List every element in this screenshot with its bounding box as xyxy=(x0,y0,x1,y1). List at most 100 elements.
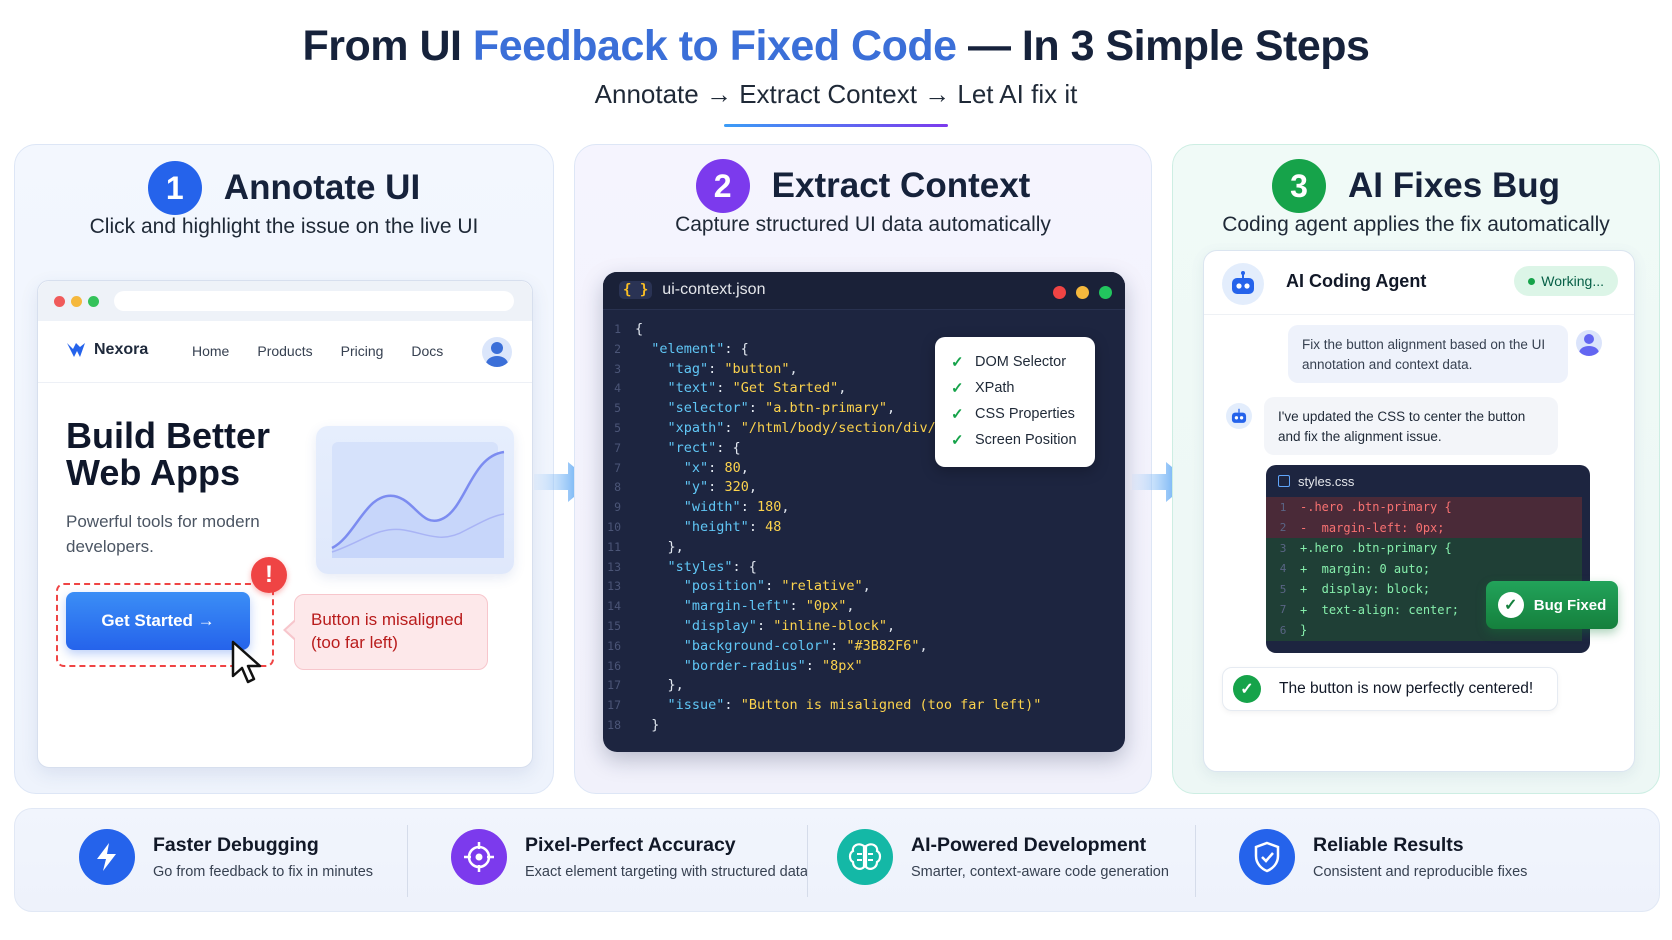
nav-home[interactable]: Home xyxy=(192,343,230,359)
user-avatar[interactable] xyxy=(482,337,512,367)
minimize-dot-icon xyxy=(71,296,82,307)
json-file-icon: { } xyxy=(619,281,653,299)
step-2-subtitle: Capture structured UI data automatically xyxy=(675,213,1051,236)
annotation-highlight-box xyxy=(56,583,274,667)
code-line: 10 "height": 48 xyxy=(603,518,1125,538)
code-line: 14 "margin-left": "0px", xyxy=(603,597,1125,617)
browser-mockup: Nexora Home Products Pricing Docs Build … xyxy=(37,280,533,768)
line-number: 2 xyxy=(1279,521,1287,535)
page-subtitle: Annotate → Extract Context → Let AI fix … xyxy=(594,79,1078,109)
site-navbar: Nexora Home Products Pricing Docs xyxy=(38,321,532,383)
code-line: 15 "display": "inline-block", xyxy=(603,617,1125,637)
code-body: 1{2 "element": {3 "tag": "button",4 "tex… xyxy=(603,310,1125,736)
line-number: 6 xyxy=(1279,623,1287,637)
user-avatar xyxy=(1576,330,1602,356)
bug-fixed-badge: ✓ Bug Fixed xyxy=(1486,581,1618,629)
code-line: 2 "element": { xyxy=(603,340,1125,360)
issue-callout: Button is misaligned (too far left) xyxy=(283,594,488,670)
robot-icon xyxy=(1226,403,1252,429)
step-2-header: 2 Extract Context xyxy=(575,159,1151,213)
nav-pricing[interactable]: Pricing xyxy=(340,343,384,359)
code-text: "issue": "Button is misaligned (too far … xyxy=(667,697,1042,714)
line-number: 4 xyxy=(1279,562,1287,576)
nav-products[interactable]: Products xyxy=(257,343,313,359)
code-line: 5 "selector": "a.btn-primary", xyxy=(603,399,1125,419)
line-number: 16 xyxy=(607,658,621,673)
code-line: 13 "position": "relative", xyxy=(603,577,1125,597)
wave-chart-icon xyxy=(331,442,505,558)
checklist-label: XPath xyxy=(975,380,1015,396)
maximize-dot-icon xyxy=(88,296,99,307)
code-text: "position": "relative", xyxy=(683,578,871,595)
code-file-title: { } ui-context.json xyxy=(619,281,765,299)
checklist-item: ✓Screen Position xyxy=(951,427,1095,453)
diff-line-del: 2 - margin-left: 0px; xyxy=(1266,517,1582,538)
code-line: 7 "rect": { xyxy=(603,439,1125,459)
code-text: { xyxy=(635,321,644,337)
feature-text: Faster Debugging Go from feedback to fix… xyxy=(153,834,373,880)
lightning-icon xyxy=(79,829,135,885)
checklist-label: Screen Position xyxy=(975,432,1077,448)
checklist-item: ✓CSS Properties xyxy=(951,401,1095,427)
line-number: 10 xyxy=(607,519,621,534)
bug-fixed-label: Bug Fixed xyxy=(1533,596,1607,614)
site-logo[interactable]: Nexora xyxy=(66,341,148,359)
minimize-dot-icon xyxy=(1076,286,1089,299)
feature-title: Reliable Results xyxy=(1313,834,1464,856)
code-text: "background-color": "#3B82F6", xyxy=(683,637,928,654)
step-1-header: 1 Annotate UI xyxy=(15,161,553,215)
step-3-number: 3 xyxy=(1272,159,1326,213)
check-icon: ✓ xyxy=(951,406,964,423)
line-number: 7 xyxy=(1279,603,1287,617)
feature-item: Faster Debugging Go from feedback to fix… xyxy=(79,829,373,885)
feature-title: Pixel-Perfect Accuracy xyxy=(525,834,736,856)
code-line: 4 "text": "Get Started", xyxy=(603,379,1125,399)
diff-filename: styles.css xyxy=(1298,473,1355,489)
code-filename: ui-context.json xyxy=(662,281,766,298)
feature-text: Reliable Results Consistent and reproduc… xyxy=(1313,834,1527,880)
code-line: 1{ xyxy=(603,320,1125,340)
line-number: 15 xyxy=(607,618,621,633)
diff-text: + text-align: center; xyxy=(1300,602,1459,617)
divider xyxy=(1195,825,1196,897)
code-text: "xpath": "/html/body/section/div/a", xyxy=(667,419,961,436)
line-number: 4 xyxy=(614,381,621,396)
diff-text: +.hero .btn-primary { xyxy=(1300,541,1452,556)
checklist-item: ✓XPath xyxy=(951,375,1095,401)
code-line: 11 }, xyxy=(603,538,1125,558)
line-number: 1 xyxy=(614,322,621,336)
diff-line-del: 1-.hero .btn-primary { xyxy=(1266,497,1582,518)
get-started-button[interactable]: Get Started → xyxy=(66,592,250,650)
status-badge: Working... xyxy=(1514,266,1618,296)
code-text: "text": "Get Started", xyxy=(667,380,847,397)
diff-text: } xyxy=(1300,623,1308,638)
line-number: 18 xyxy=(607,717,621,732)
code-line: 16 "background-color": "#3B82F6", xyxy=(603,637,1125,657)
feature-item: Pixel-Perfect Accuracy Exact element tar… xyxy=(451,829,808,885)
diff-text: - margin-left: 0px; xyxy=(1300,520,1445,535)
code-text: "margin-left": "0px", xyxy=(683,598,855,615)
feature-strip: Faster Debugging Go from feedback to fix… xyxy=(14,808,1660,912)
address-bar[interactable] xyxy=(114,291,514,311)
code-line: 8 "y": 320, xyxy=(603,478,1125,498)
line-number: 13 xyxy=(607,579,621,594)
check-circle-icon: ✓ xyxy=(1497,592,1524,618)
step-1-subtitle: Click and highlight the issue on the liv… xyxy=(89,215,479,238)
maximize-dot-icon xyxy=(1099,286,1112,299)
check-circle-icon: ✓ xyxy=(1233,675,1261,703)
close-dot-icon xyxy=(1053,286,1066,299)
checklist-item: ✓DOM Selector xyxy=(951,349,1095,375)
result-text: The button is now perfectly centered! xyxy=(1279,680,1534,697)
code-text: "display": "inline-block", xyxy=(683,617,896,634)
code-text: "selector": "a.btn-primary", xyxy=(667,400,896,417)
brand-name: Nexora xyxy=(94,341,149,358)
nexora-logo-icon xyxy=(67,343,85,357)
nav-docs[interactable]: Docs xyxy=(411,343,444,359)
line-number: 13 xyxy=(607,559,621,574)
title-underline xyxy=(724,124,948,127)
checklist-label: DOM Selector xyxy=(975,354,1067,370)
step-3-header: 3 AI Fixes Bug xyxy=(1173,159,1659,213)
line-number: 3 xyxy=(1279,541,1287,555)
code-line: 16 "border-radius": "8px" xyxy=(603,657,1125,677)
step-1-title: Annotate UI xyxy=(223,168,421,207)
